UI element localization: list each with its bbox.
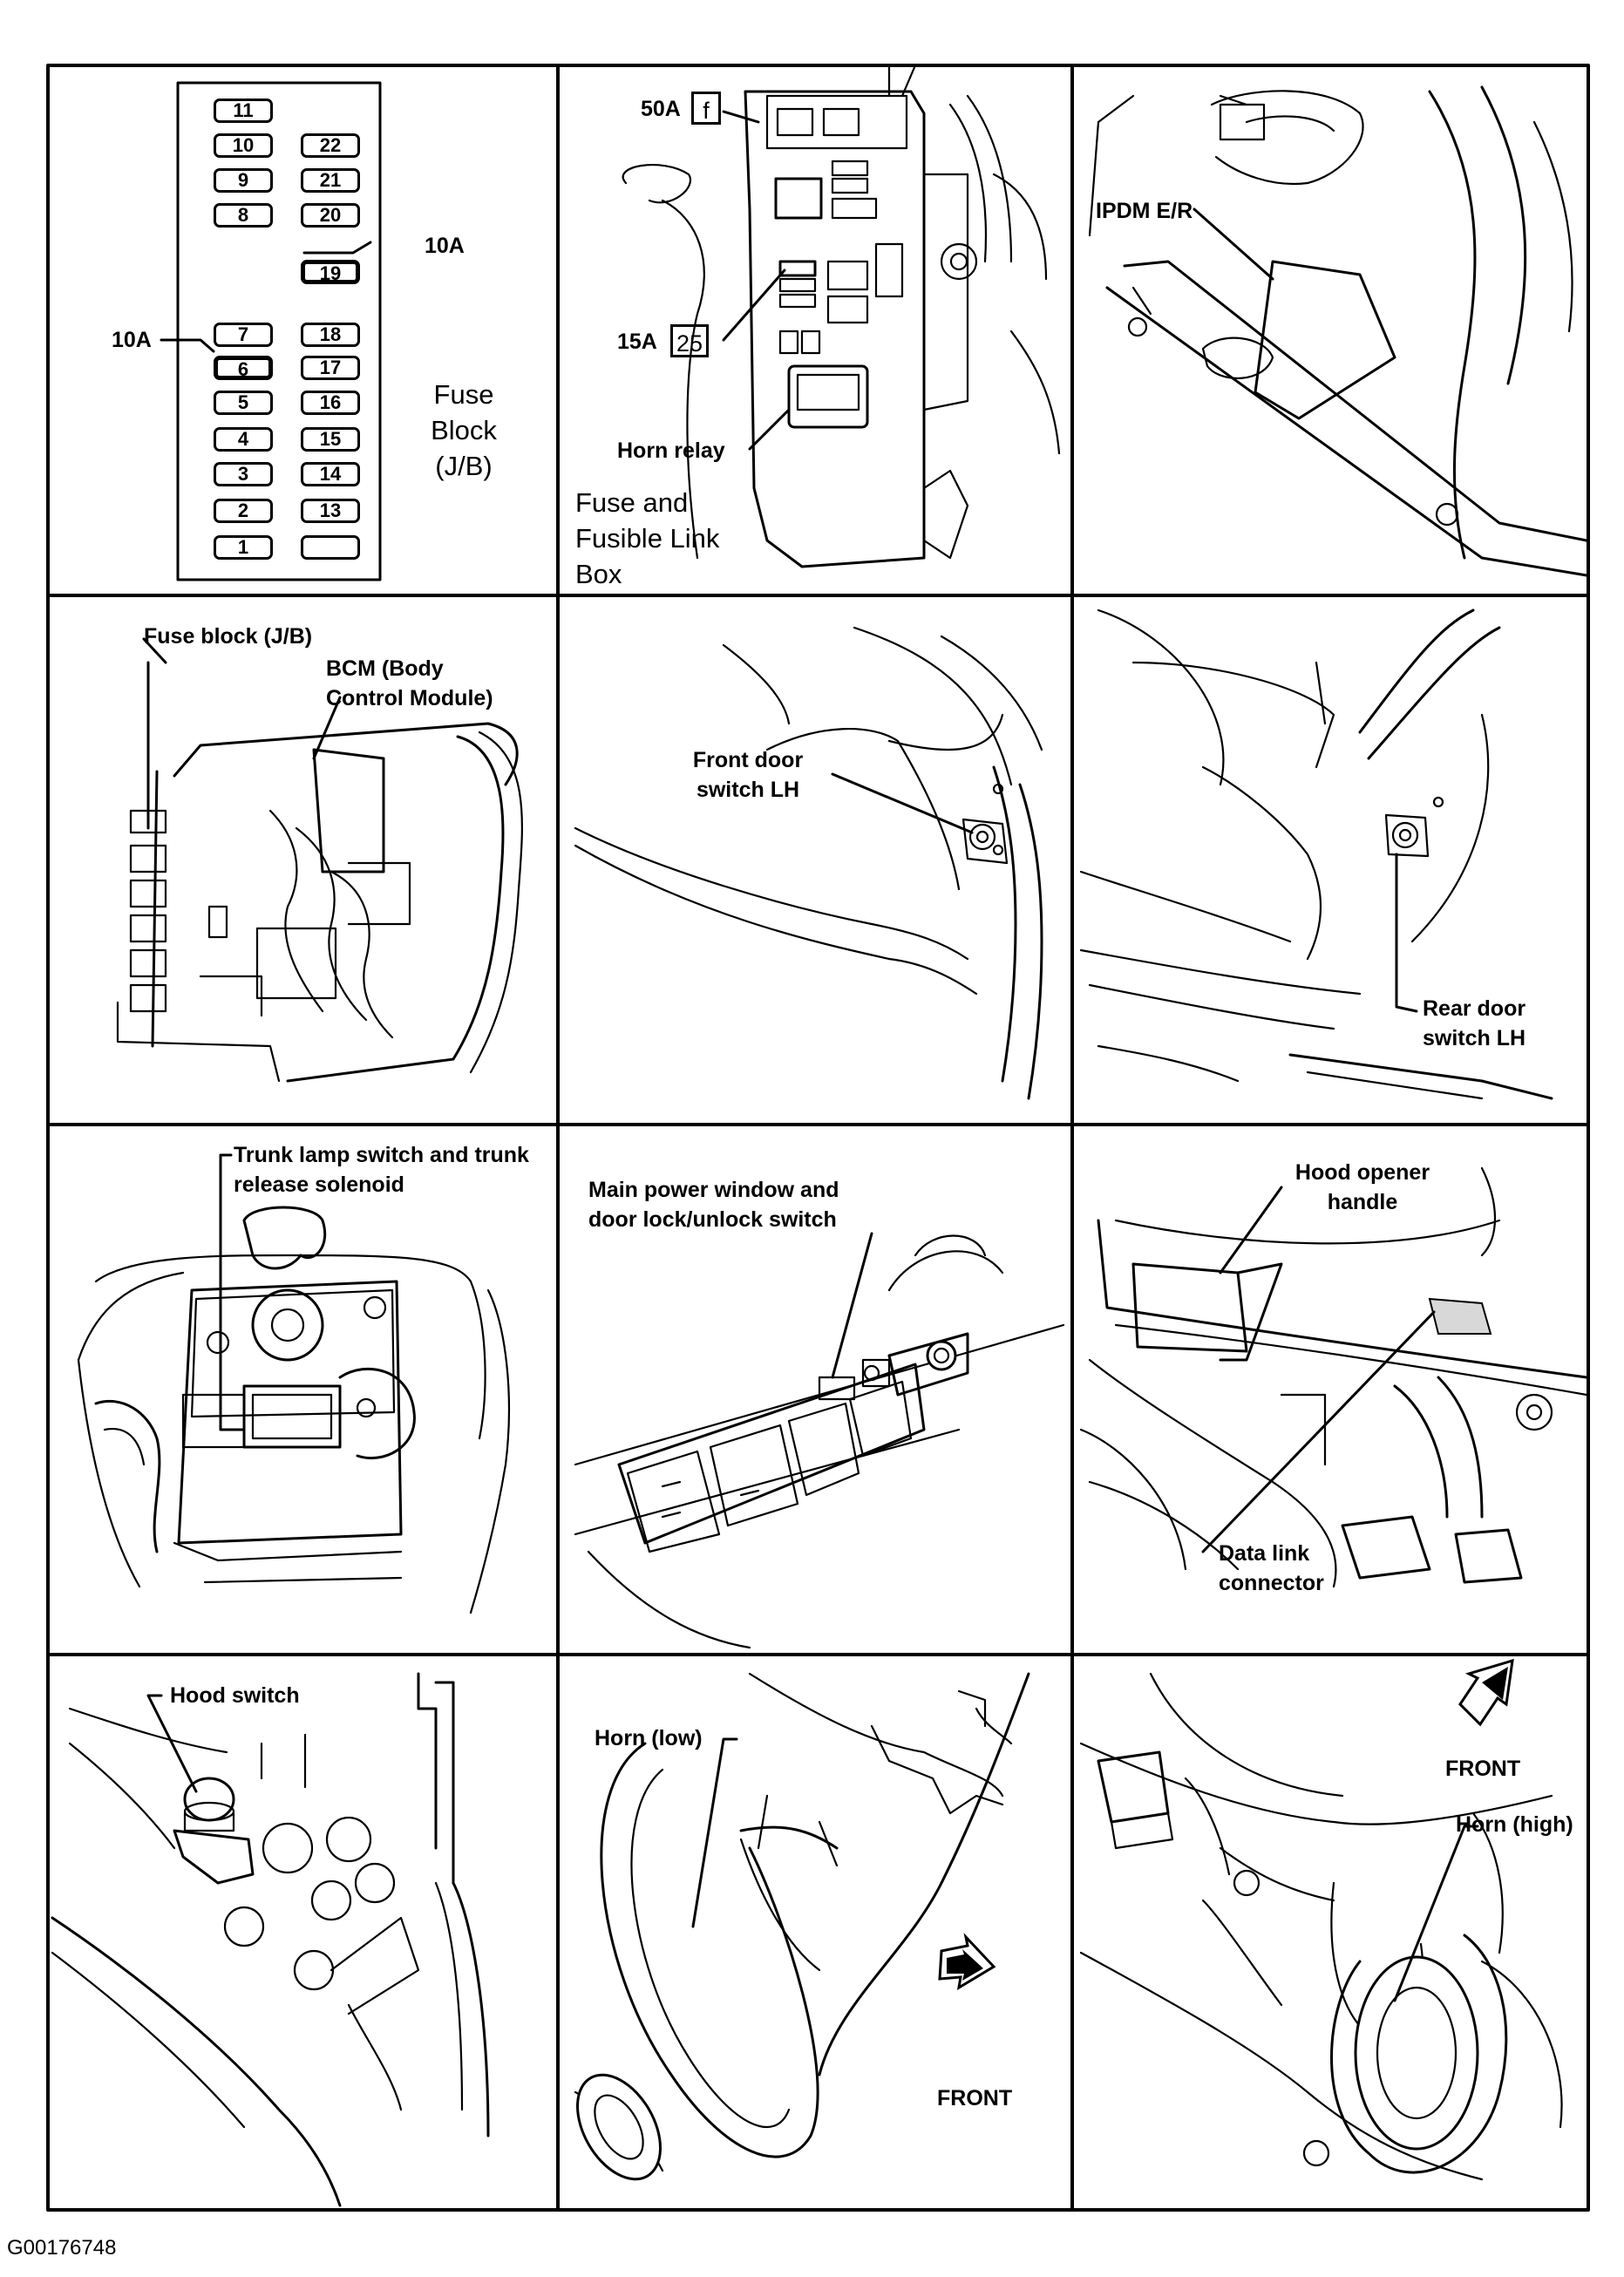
fuse-15: 15 — [301, 427, 360, 452]
hood-switch-drawing — [51, 1672, 490, 2207]
front-door-switch-label: Front door switch LH — [692, 748, 804, 802]
power-window-drawing — [574, 1232, 1065, 1649]
amp-label-fuse-19: 10A — [425, 234, 465, 258]
rear-door-switch-label: Rear door switch LH — [1423, 996, 1526, 1050]
fuse-15a-label: 15A — [617, 330, 657, 354]
fuse-block-outline — [160, 81, 382, 581]
trunk-switch-label: Trunk lamp switch and trunk release sole… — [234, 1143, 529, 1197]
fuse-16: 16 — [301, 391, 360, 415]
ipdm-drawing — [1088, 85, 1588, 577]
rear-door-drawing — [1079, 608, 1553, 1100]
horn-low-drawing — [574, 1672, 1030, 2181]
front-door-drawing — [574, 626, 1043, 1100]
horn-relay-label: Horn relay — [617, 438, 725, 463]
hood-opener-label: Hood opener handle — [1294, 1160, 1430, 1214]
data-link-connector-label: Data link connector — [1219, 1541, 1324, 1595]
fusible-link-box-drawing — [622, 64, 1061, 568]
fuse-14: 14 — [301, 462, 360, 486]
fuse-6: 6 — [214, 356, 273, 380]
hood-opener-drawing — [1079, 1166, 1588, 1588]
fuse-18: 18 — [301, 323, 360, 347]
fuse-25-code: 25 — [670, 324, 709, 357]
horn-low-label: Horn (low) — [595, 1726, 703, 1750]
fuse-10: 10 — [214, 133, 273, 158]
front-direction-label-low: FRONT — [937, 2086, 1013, 2110]
fuse-block-title: Fuse Block (J/B) — [431, 379, 497, 481]
bcm-drawing — [116, 637, 523, 1083]
fuse-11: 11 — [214, 99, 273, 123]
fuse-5: 5 — [214, 391, 273, 415]
amp-label-fuse-6: 10A — [112, 328, 152, 352]
fuse-22: 22 — [301, 133, 360, 158]
fuse-2: 2 — [214, 499, 273, 523]
fuse-1: 1 — [214, 535, 273, 560]
fuse-19: 19 — [301, 260, 360, 284]
fuse-20: 20 — [301, 203, 360, 228]
fuse-50a-label: 50A — [641, 97, 681, 121]
fuse-4: 4 — [214, 427, 273, 452]
fuse-3: 3 — [214, 462, 273, 486]
panel-grid — [46, 64, 1590, 2212]
hood-switch-label: Hood switch — [170, 1683, 300, 1708]
fuse-13: 13 — [301, 499, 360, 523]
horn-high-label: Horn (high) — [1456, 1812, 1573, 1837]
fuse-7: 7 — [214, 323, 273, 347]
bcm-label: BCM (Body Control Module) — [326, 656, 493, 710]
fuse-17: 17 — [301, 356, 360, 380]
fuse-9: 9 — [214, 168, 273, 193]
fuse-21: 21 — [301, 168, 360, 193]
fuse-empty — [301, 535, 360, 560]
figure-id: G00176748 — [7, 2236, 117, 2260]
fuse-block-jb-label: Fuse block (J/B) — [144, 624, 313, 649]
ipdm-label: IPDM E/R — [1096, 199, 1193, 223]
trunk-drawing — [77, 1153, 511, 1614]
power-window-switch-label: Main power window and door lock/unlock s… — [588, 1178, 839, 1232]
fusible-link-box-title: Fuse and Fusible Link Box — [575, 487, 720, 589]
fuse-8: 8 — [214, 203, 273, 228]
horn-high-drawing — [1079, 1658, 1563, 2181]
fuse-f-code: f — [691, 92, 721, 125]
front-direction-label-high: FRONT — [1445, 1757, 1521, 1781]
